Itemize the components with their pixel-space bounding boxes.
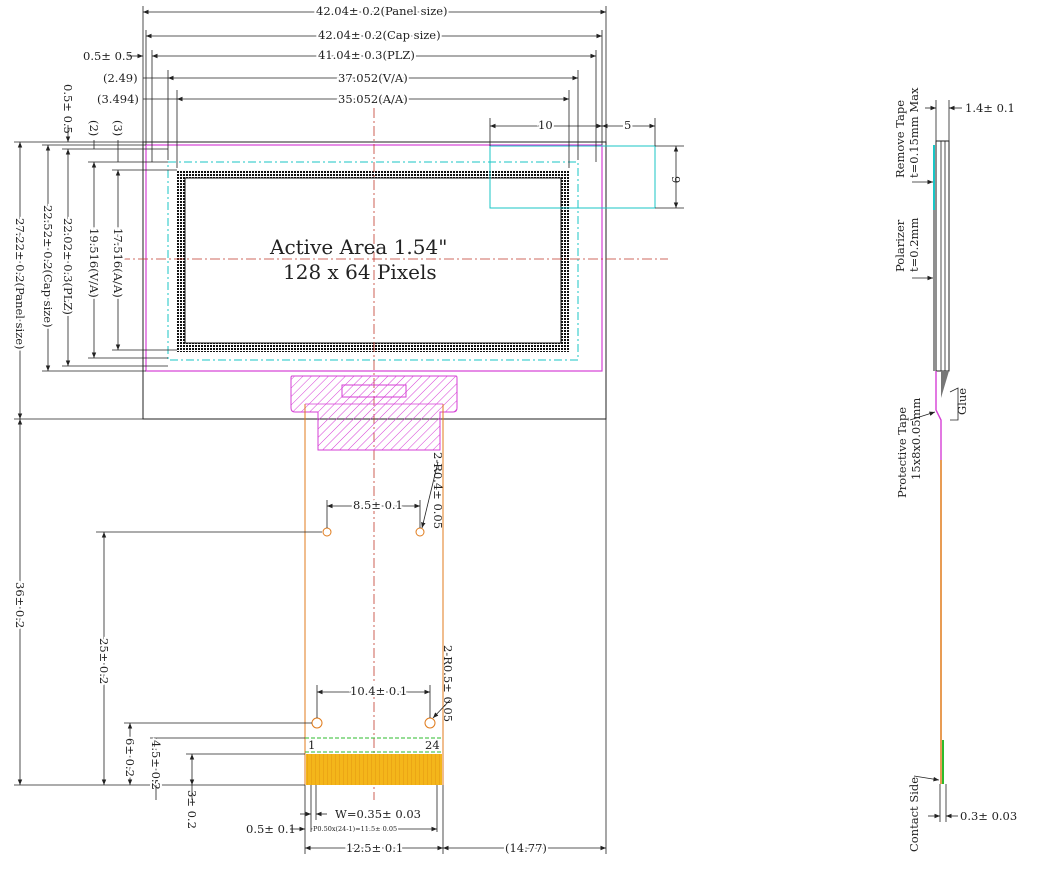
plz-outline — [167, 161, 579, 361]
dim-total-height: 36± 0.2 — [13, 582, 27, 628]
side-glue — [941, 371, 949, 398]
dim-aa-offset: (3.494) — [97, 92, 139, 106]
fpc-hole-top-left — [322, 527, 332, 537]
dim-pin-width: W=0.35± 0.03 — [335, 807, 421, 821]
dim-six: 6± 0.2 — [123, 738, 137, 777]
dim-edge-offset: 0.5± 0.1 — [246, 822, 296, 836]
fpc-slot — [341, 384, 407, 398]
label-protective-tape-1: Protective Tape — [895, 407, 909, 498]
fpc-contact-pins — [306, 754, 442, 785]
label-remove-tape-2: t=0.15mm Max — [907, 87, 921, 178]
dim-three: 3± 0.2 — [185, 790, 199, 829]
dim-box-height: 9 — [669, 176, 683, 183]
label-remove-tape-1: Remove Tape — [893, 100, 907, 178]
dim-side-thickness: 1.4± 0.1 — [965, 101, 1015, 115]
pin-last-label: 24 — [425, 738, 440, 752]
dim-box-gap: 5 — [624, 118, 631, 132]
pin-first-label: 1 — [308, 738, 315, 752]
dim-cap-height: 22.52± 0.2(Cap size) — [41, 205, 55, 328]
fpc-bend-region — [290, 375, 458, 451]
label-contact-side: Contact Side — [907, 777, 921, 852]
active-area-inner — [184, 177, 562, 344]
cyan-note-box — [489, 145, 656, 209]
dim-panel-width: 42.04± 0.2(Panel size) — [316, 4, 448, 18]
label-polarizer-2: t=0.2mm — [907, 218, 921, 272]
side-glass — [935, 140, 950, 372]
label-protective-tape-2: 15x8x0.05mm — [909, 398, 923, 480]
dim-radius-bottom: 2-R0.5± 0.05 — [441, 645, 455, 722]
dim-panel-height: 27.22± 0.2(Panel size) — [13, 218, 27, 350]
dim-hole-spacing-top: 8.5± 0.1 — [353, 498, 403, 512]
fpc-hole-top-right — [415, 527, 425, 537]
dim-plz-offset: 0.5± 0.5 — [83, 49, 133, 63]
dim-fpc-thickness: 0.3± 0.03 — [960, 809, 1017, 823]
fpc-dimensions: 8.5± 0.1 2-R0.4± 0.05 10.4± 0.1 2-R0.5± … — [246, 419, 607, 857]
active-area-resolution: 128 x 64 Pixels — [283, 260, 437, 284]
dim-cap-width: 42.04± 0.2(Cap size) — [318, 28, 441, 42]
dim-box-width: 10 — [538, 118, 553, 132]
dim-four5: 4.5± 0.2 — [149, 740, 163, 790]
dim-right-offset: (14.77) — [505, 841, 547, 855]
dim-radius-top: 2-R0.4± 0.05 — [431, 452, 445, 529]
dim-aa-height: 17.516(A/A) — [111, 228, 125, 298]
dim-plz-width: 41.04± 0.3(PLZ) — [318, 48, 415, 62]
dim-va-offset: (2.49) — [103, 71, 138, 85]
left-dimensions: 27.22± 0.2(Panel size) 22.52± 0.2(Cap si… — [11, 84, 322, 829]
dim-top-offset: 0.5± 0.5 — [61, 84, 75, 134]
dim-aa-width: 35.052(A/A) — [338, 92, 408, 106]
dim-va-height: 19.516(V/A) — [87, 228, 101, 298]
dim-plz-height: 22.02± 0.3(PLZ) — [61, 218, 75, 315]
active-area-title: Active Area 1.54" — [269, 235, 447, 259]
front-view: Active Area 1.54" 128 x 64 Pixels 1 24 — [120, 108, 668, 800]
dim-hole-spacing-bottom: 10.4± 0.1 — [350, 684, 407, 698]
dim-v3: (3) — [111, 120, 125, 136]
dim-v2: (2) — [87, 120, 101, 136]
top-dimensions: 42.04± 0.2(Panel size) 42.04± 0.2(Cap si… — [83, 2, 684, 209]
side-view: 1.4± 0.1 Remove Tape t=0.15mm Max Polari… — [893, 87, 1017, 852]
label-polarizer-1: Polarizer — [893, 219, 907, 272]
fpc-hole-bottom-left — [311, 717, 323, 729]
dim-pitch: P0.50x(24-1)=11.5± 0.05 — [313, 825, 397, 833]
dim-hole-height: 25± 0.2 — [97, 638, 111, 684]
dim-fpc-width: 12.5± 0.1 — [346, 841, 403, 855]
dim-va-width: 37.052(V/A) — [338, 71, 408, 85]
fpc-hole-bottom-right — [424, 717, 436, 729]
label-glue: Glue — [955, 388, 969, 415]
